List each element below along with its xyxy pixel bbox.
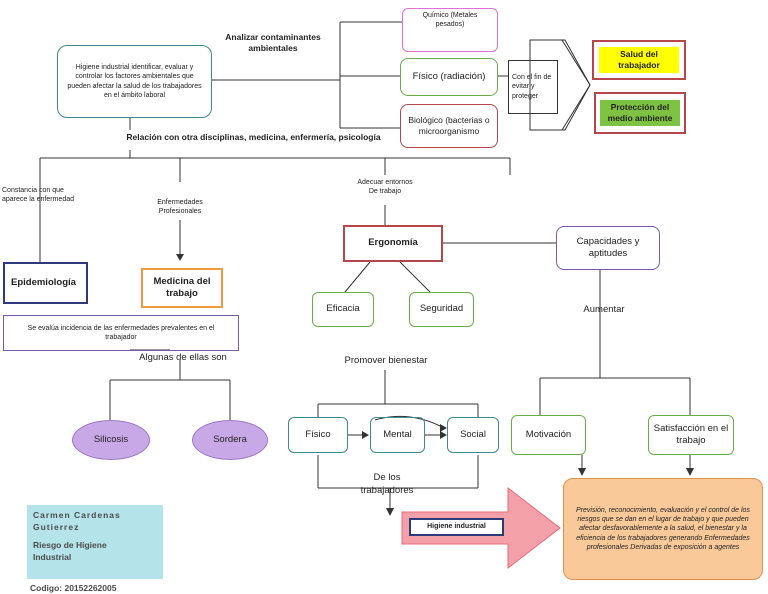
seguridad-box: Seguridad [409, 292, 474, 327]
label-adecuar: Adecuar entornos De trabajo [357, 179, 413, 196]
capacidades-box: Capacidades y aptitudes [556, 226, 660, 270]
label-aumentar: Aumentar [583, 304, 625, 315]
mental-box: Mental [370, 417, 425, 453]
center-definition-box: Higiene industrial identificar, evaluar … [57, 45, 212, 118]
fisico-radiacion-box: Físico (radiación) [400, 58, 498, 96]
evalua-incidencia-box: Se evalúa incidencia de las enfermedades… [3, 315, 239, 351]
label-de-los-trabajadores: De los trabajadores [360, 472, 414, 496]
motivacion-box: Motivación [511, 415, 586, 455]
higiene-industrial-box: Higiene industrial [409, 518, 504, 536]
silicosis-ellipse: Silicosis [72, 420, 150, 460]
label-algunas: Algunas de ellas son [139, 352, 227, 363]
con-el-fin-box: Con el fin de evitar y proteger [508, 60, 558, 114]
epidemiologia-box: Epidemiología [3, 262, 88, 304]
label-enfermedades-profesionales: Enfermedades Profesionales [157, 199, 203, 216]
author-code: Codigo: 20152262005 [30, 583, 117, 593]
author-name: Carmen Cardenas Gutierrez [33, 510, 121, 532]
author-card: Carmen Cardenas Gutierrez Riesgo de Higi… [27, 505, 163, 579]
sordera-ellipse: Sordera [192, 420, 268, 460]
medicina-trabajo-box: Medicina del trabajo [141, 268, 223, 308]
author-course: Riesgo de Higiene Industrial [33, 539, 107, 562]
fisico-box: Físico [288, 417, 348, 453]
label-constancia: Constancia con que aparece la enfermedad [2, 187, 74, 204]
social-box: Social [447, 417, 499, 453]
chevron-arrow-shape [529, 39, 591, 131]
salud-trabajador-box: Salud del trabajador [592, 40, 686, 80]
label-relacion: Relación con otra disciplinas, medicina,… [126, 132, 381, 142]
proteccion-ambiente-box: Protección del medio ambiente [594, 92, 686, 134]
ergonomia-box: Ergonomía [343, 225, 443, 262]
satisfaccion-box: Satisfacción en el trabajo [648, 415, 734, 455]
eficacia-box: Eficacia [312, 292, 374, 327]
label-analizar: Analizar contaminantes ambientales [225, 32, 321, 54]
biologico-box: Biológico (bacterias o microorganismo [400, 104, 498, 148]
prevision-box: Previsión, reconocimiento, evaluación y … [563, 478, 763, 580]
label-promover: Promover bienestar [344, 355, 428, 366]
quimico-box: Químico (Metales pesados) [402, 8, 498, 52]
